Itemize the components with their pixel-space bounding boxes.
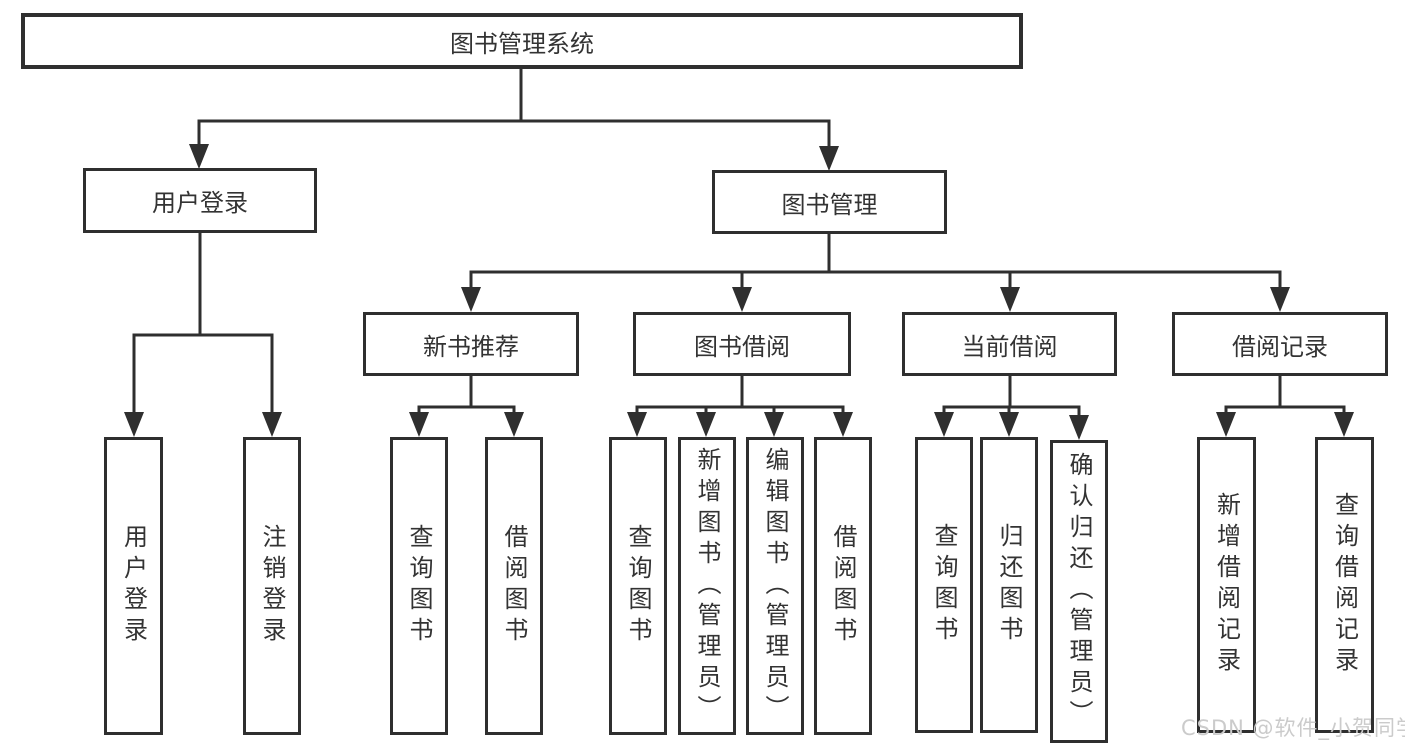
leaf-confirm-return-admin-label: 确认归还（管理员） <box>1065 452 1093 731</box>
node-current-borrowing: 当前借阅 <box>902 312 1117 376</box>
leaf-recommend-borrow-books: 借阅图书 <box>485 437 543 735</box>
node-library-management-system: 图书管理系统 <box>21 13 1023 69</box>
leaf-add-borrowing-record-label: 新增借阅记录 <box>1212 492 1241 678</box>
leaf-current-query-books-label: 查询图书 <box>930 523 958 647</box>
leaf-current-query-books: 查询图书 <box>915 437 973 733</box>
csdn-watermark: CSDN @软件_小贺同学 <box>1181 716 1405 740</box>
node-book-borrowing: 图书借阅 <box>633 312 851 376</box>
leaf-add-books-admin-label: 新增图书（管理员） <box>693 446 721 726</box>
leaf-user-login: 用户登录 <box>104 437 163 735</box>
leaf-return-books: 归还图书 <box>980 437 1038 733</box>
leaf-confirm-return-admin: 确认归还（管理员） <box>1050 440 1108 743</box>
leaf-borrowing-borrow-books-label: 借阅图书 <box>829 524 857 648</box>
leaf-borrowing-query-books-label: 查询图书 <box>624 524 652 648</box>
node-book-management: 图书管理 <box>712 170 947 234</box>
leaf-query-borrowing-record: 查询借阅记录 <box>1315 437 1374 733</box>
node-user-login: 用户登录 <box>83 168 317 233</box>
leaf-recommend-borrow-books-label: 借阅图书 <box>500 524 528 648</box>
node-new-book-recommendation: 新书推荐 <box>363 312 579 376</box>
leaf-edit-books-admin-label: 编辑图书（管理员） <box>761 446 789 726</box>
leaf-recommend-query-books: 查询图书 <box>390 437 448 735</box>
leaf-user-login-label: 用户登录 <box>119 524 148 648</box>
leaf-recommend-query-books-label: 查询图书 <box>405 524 433 648</box>
leaf-edit-books-admin: 编辑图书（管理员） <box>746 437 804 735</box>
leaf-borrowing-borrow-books: 借阅图书 <box>814 437 872 735</box>
leaf-borrowing-query-books: 查询图书 <box>609 437 667 735</box>
leaf-logout-label: 注销登录 <box>258 524 286 648</box>
leaf-add-books-admin: 新增图书（管理员） <box>678 437 736 735</box>
leaf-return-books-label: 归还图书 <box>995 523 1023 647</box>
leaf-logout: 注销登录 <box>243 437 301 735</box>
node-borrowing-records: 借阅记录 <box>1172 312 1388 376</box>
leaf-query-borrowing-record-label: 查询借阅记录 <box>1330 492 1359 678</box>
leaf-add-borrowing-record: 新增借阅记录 <box>1197 437 1256 733</box>
